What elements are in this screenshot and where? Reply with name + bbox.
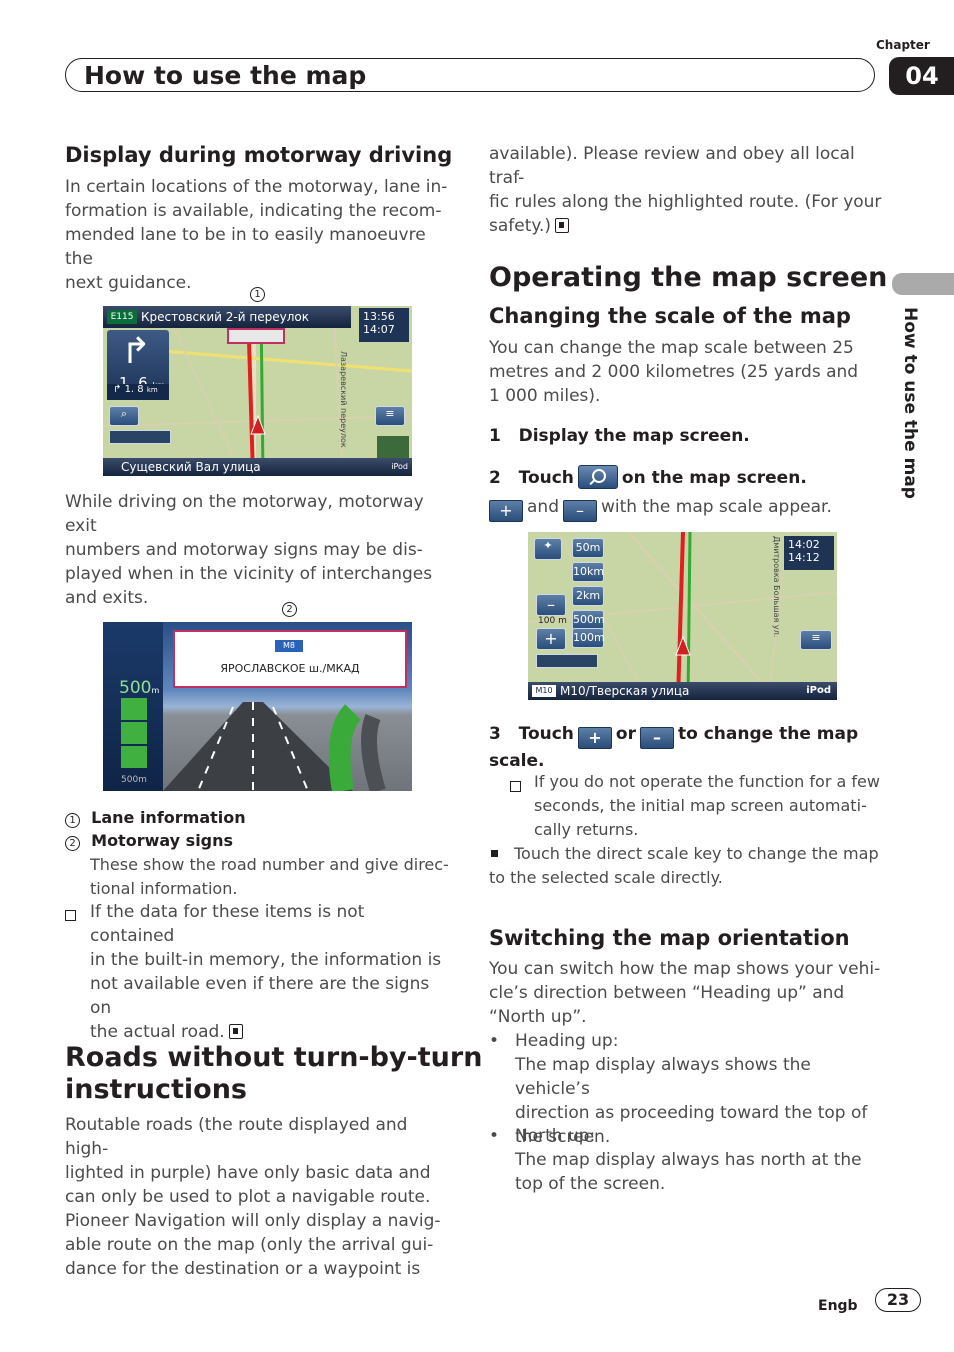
motorway-sign: M8 ЯРОСЛАВСКОЕ ш./МКАД xyxy=(173,630,407,688)
callout-1: 1 xyxy=(250,287,265,302)
orientation-heading: Switching the map orientation xyxy=(489,926,850,950)
top-road-name: Крестовский 2-й переулок xyxy=(141,310,309,324)
distance-bottom-label: 500m xyxy=(121,775,147,785)
orientation-item-heading-up: •Heading up: The map display always show… xyxy=(489,1031,868,1147)
chapter-label: Chapter xyxy=(876,38,930,52)
distance-block-3 xyxy=(121,746,147,768)
callout-2: 2 xyxy=(282,602,297,617)
distance-block-2 xyxy=(121,722,147,744)
time-1: 13:56 xyxy=(363,310,395,323)
scale-button-3[interactable]: 2km xyxy=(572,586,604,606)
scale-button-2[interactable]: 10km xyxy=(572,562,604,582)
time-1: 14:02 xyxy=(788,538,820,551)
orientation-item-north-up: •North up: The map display always has no… xyxy=(489,1126,862,1194)
search-map-button[interactable]: ⌕ xyxy=(109,406,139,426)
page-number: 23 xyxy=(875,1288,921,1312)
motorway-note: If the data for these items is not conta… xyxy=(90,902,442,1042)
time-2: 14:07 xyxy=(363,323,395,336)
step-1: 1 Display the map screen. xyxy=(489,426,750,446)
scale-button-5[interactable]: 100m xyxy=(572,628,605,648)
distance-block-1 xyxy=(121,698,147,720)
header-frame xyxy=(65,58,875,92)
continued-text: available). Please review and obey all l… xyxy=(489,144,882,236)
motorway-body-2: While driving on the motorway, motorway … xyxy=(65,492,433,608)
end-mark-icon xyxy=(228,1024,243,1039)
motorway-sign-screenshot: 500m 500m M8 ЯРОСЛАВСКОЕ ш./МКАД xyxy=(103,622,412,791)
view-button[interactable]: ≡ xyxy=(800,630,832,650)
note-checkbox-icon xyxy=(510,777,525,796)
bottom-road-bar: M10 M10/Тверская улица iPod xyxy=(528,682,837,700)
zoom-in-button[interactable]: + xyxy=(536,628,566,650)
scale-button-4[interactable]: 500m xyxy=(572,610,605,630)
legend-description: These show the road number and give dire… xyxy=(90,855,449,898)
scale-note-2: Touch the direct scale key to change the… xyxy=(489,844,879,887)
side-label: How to use the map xyxy=(900,307,920,499)
legend-item-1: 1 Lane information xyxy=(65,806,246,830)
roads-body: Routable roads (the route displayed and … xyxy=(65,1115,441,1279)
scale-note-1: If you do not operate the function for a… xyxy=(534,772,880,839)
street-label: Дмитровка Большая ул. xyxy=(772,536,781,638)
roads-heading: Roads without turn-by-turn instructions xyxy=(65,1042,483,1105)
ipod-label: iPod xyxy=(391,462,408,471)
bottom-road-name: M10/Тверская улица xyxy=(560,684,690,698)
distance-panel: 500m 500m xyxy=(103,622,163,791)
scale-map-roads xyxy=(528,532,837,700)
footer-language: Engb xyxy=(818,1298,858,1314)
scale-bar xyxy=(536,654,598,668)
bottom-road-name: Сущевский Вал улица xyxy=(121,460,261,474)
view-button[interactable]: ≡ xyxy=(375,406,405,426)
lane-info-panel xyxy=(227,328,285,344)
ipod-artwork xyxy=(377,436,409,462)
legend-item-2: 2 Motorway signs xyxy=(65,829,233,853)
orientation-body: You can switch how the map shows your ve… xyxy=(489,959,881,1027)
minus-button-icon: – xyxy=(562,500,597,522)
side-street-label: Лазаревский переулок xyxy=(339,351,348,448)
step-3: 3 Touch+or–to change the map scale. xyxy=(489,724,859,771)
note-checkbox-icon xyxy=(65,906,80,925)
minus-button-icon: – xyxy=(640,727,674,749)
scale-bar xyxy=(109,430,171,444)
time-panel: 14:02 14:12 xyxy=(784,536,834,570)
motorway-road-graphic xyxy=(163,702,386,791)
zoom-out-button[interactable]: – xyxy=(536,594,566,616)
motorway-heading: Display during motorway driving xyxy=(65,143,453,167)
time-2: 14:12 xyxy=(788,551,820,564)
chapter-number: 04 xyxy=(889,57,954,95)
operating-heading: Operating the map screen xyxy=(489,262,888,293)
search-button-icon xyxy=(577,465,618,489)
top-road-bar: Крестовский 2-й переулок xyxy=(103,306,351,328)
distance-readout: 500m xyxy=(119,678,160,698)
sign-text: ЯРОСЛАВСКОЕ ш./МКАД xyxy=(220,662,360,675)
scale-heading: Changing the scale of the map xyxy=(489,304,851,328)
scale-screenshot: ✦ 50m 10km 2km 500m 100m – 100 m + ≡ 14:… xyxy=(528,532,837,700)
road-badge: M10 xyxy=(532,685,556,697)
scale-readout: 100 m xyxy=(538,616,567,626)
time-panel: 13:56 14:07 xyxy=(359,308,409,342)
scale-body: You can change the map scale between 25 … xyxy=(489,338,859,406)
bottom-road-bar: Сущевский Вал улица iPod xyxy=(103,458,412,476)
side-tab xyxy=(892,273,954,295)
compass-button[interactable]: ✦ xyxy=(534,538,562,560)
motorway-intro: In certain locations of the motorway, la… xyxy=(65,177,448,293)
next-distance: ↱ 1. 8 km xyxy=(107,384,169,400)
scale-buttons-appear: +and–with the map scale appear. xyxy=(489,495,832,522)
scale-button-1[interactable]: 50m xyxy=(572,538,604,558)
lane-info-screenshot: Крестовский 2-й переулок E115 13:56 14:0… xyxy=(103,306,412,476)
road-number-badge: M8 xyxy=(275,640,303,652)
ipod-label: iPod xyxy=(806,685,831,696)
plus-button-icon: + xyxy=(577,727,612,749)
plus-button-icon: + xyxy=(489,500,523,522)
turn-arrow-icon: ↱ xyxy=(121,331,152,372)
road-badge: E115 xyxy=(107,310,137,324)
square-bullet-icon xyxy=(491,850,498,857)
end-mark-icon xyxy=(555,218,570,233)
page-title: How to use the map xyxy=(84,61,367,90)
